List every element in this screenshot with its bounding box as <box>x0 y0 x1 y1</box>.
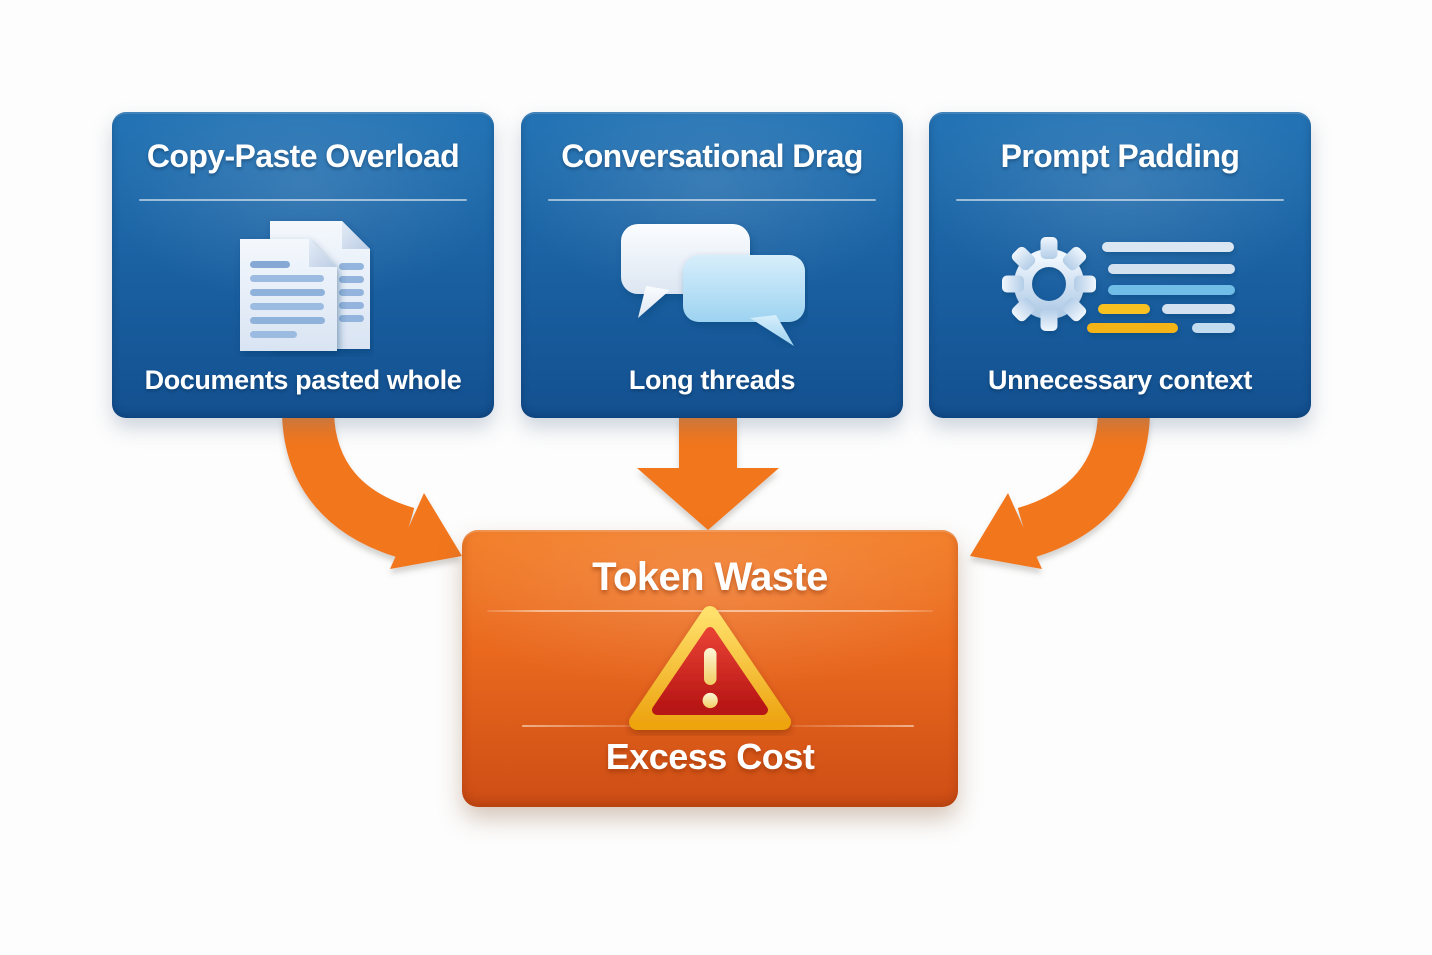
divider <box>139 199 467 201</box>
divider-segment-left <box>522 725 648 727</box>
result-box-token-waste: Token Waste <box>462 530 958 807</box>
context-lines <box>1087 242 1235 333</box>
result-title: Token Waste <box>592 555 828 599</box>
arrow-middle-straight <box>637 414 779 530</box>
divider <box>956 199 1284 201</box>
arrow-left-curved <box>282 412 462 569</box>
gear-list-icon <box>929 210 1311 358</box>
divider <box>548 199 876 201</box>
warning-triangle-icon <box>625 604 795 736</box>
result-caption: Excess Cost <box>605 736 815 777</box>
card-title: Copy-Paste Overload <box>146 138 460 174</box>
card-title: Conversational Drag <box>561 138 863 174</box>
card-caption: Documents pasted whole <box>144 365 462 395</box>
card-caption: Unnecessary context <box>987 365 1253 395</box>
cause-card-copy-paste: Copy-Paste Overload <box>112 112 494 418</box>
arrow-right-curved <box>970 412 1150 569</box>
divider-segment-right <box>792 725 914 727</box>
cause-card-conversational-drag: Conversational Drag <box>521 112 903 418</box>
chat-bubbles-icon <box>521 210 903 358</box>
card-title: Prompt Padding <box>1000 138 1240 174</box>
documents-icon <box>112 210 494 358</box>
cause-card-prompt-padding: Prompt Padding <box>929 112 1311 418</box>
gear-glyph <box>1002 237 1096 331</box>
card-caption: Long threads <box>628 365 796 395</box>
